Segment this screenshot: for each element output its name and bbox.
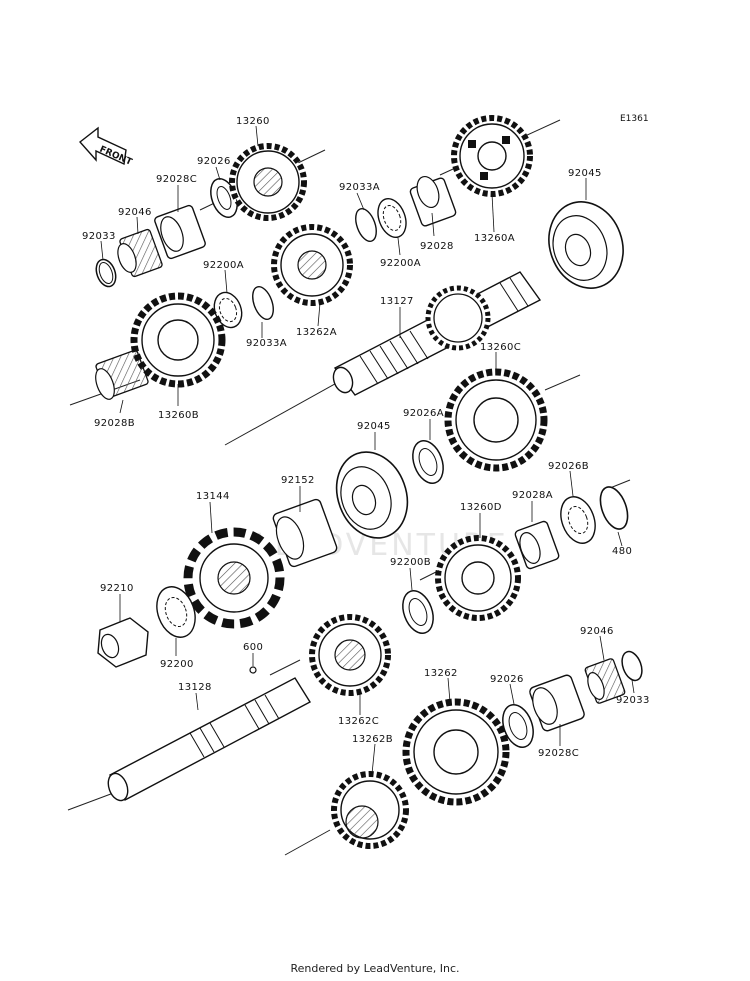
needle-bearing-92046-bottom: [584, 658, 626, 704]
label-92026-bottom: 92026: [490, 674, 524, 685]
label-600: 600: [243, 642, 263, 653]
label-13260C: 13260C: [480, 342, 521, 353]
snap-ring-92033-top: [95, 258, 117, 288]
label-92028C-bottom: 92028C: [538, 748, 579, 759]
front-arrow-icon: FRONT: [78, 126, 134, 168]
ball-bearing-92045-mid: [335, 451, 409, 539]
leader-lines: [100, 125, 635, 775]
label-13260B: 13260B: [158, 410, 199, 421]
label-13262: 13262: [424, 668, 458, 679]
washer-92026-bottom: [502, 704, 534, 748]
label-13127: 13127: [380, 296, 414, 307]
label-92033A-top: 92033A: [339, 182, 380, 193]
gear-13262: [402, 698, 510, 806]
part-labels: 13260 92026 92028C 92046 92033 92033A 92…: [82, 116, 650, 759]
label-92026B: 92026B: [548, 461, 589, 472]
nut-92210: [97, 617, 149, 668]
label-92046-bottom: 92046: [580, 626, 614, 637]
label-13260: 13260: [236, 116, 270, 127]
label-480: 480: [612, 546, 632, 557]
label-13260A: 13260A: [474, 233, 515, 244]
collar-92152: [272, 498, 338, 568]
label-92028C-top: 92028C: [156, 174, 197, 185]
needle-bearing-92046-top: [117, 228, 163, 278]
gear-13262B: [331, 771, 409, 849]
label-13262A: 13262A: [296, 327, 337, 338]
spline-washer-92026B: [560, 496, 596, 544]
needle-bearing-92028B: [95, 349, 149, 400]
snap-ring-92033A-top: [355, 208, 377, 242]
label-92028A: 92028A: [512, 490, 553, 501]
label-13144: 13144: [196, 491, 230, 502]
steel-ball-600: [249, 666, 257, 674]
gear-13260B: [130, 292, 226, 388]
shaft-13128: [107, 677, 311, 802]
label-92200A-left: 92200A: [203, 260, 244, 271]
sprocket-13144: [183, 527, 285, 629]
label-13260D: 13260D: [460, 502, 502, 513]
spline-washer-92200A-mid: [377, 197, 407, 239]
shaft-13127: [332, 271, 542, 396]
label-92046-top: 92046: [118, 207, 152, 218]
label-92033-bottom: 92033: [616, 695, 650, 706]
label-13128: 13128: [178, 682, 212, 693]
label-92200A-mid: 92200A: [380, 258, 421, 269]
snap-ring-92033-bottom: [621, 650, 643, 682]
label-92045-top: 92045: [568, 168, 602, 179]
bushing-92028: [409, 175, 457, 227]
gear-13260: [229, 143, 307, 221]
circlip-480: [599, 486, 629, 530]
label-13262B: 13262B: [352, 734, 393, 745]
label-92210: 92210: [100, 583, 134, 594]
bushing-92028A: [514, 520, 560, 570]
label-92152: 92152: [281, 475, 315, 486]
label-13262C: 13262C: [338, 716, 379, 727]
spline-washer-92200A-left: [213, 291, 243, 329]
diagram-id: E1361: [620, 114, 649, 124]
label-92200B: 92200B: [390, 557, 431, 568]
collar-92028C-bottom: [529, 674, 585, 732]
gear-13262A: [271, 224, 353, 306]
gear-13260A: [451, 115, 533, 197]
gear-13262C: [309, 614, 391, 696]
collar-92028C-top: [154, 204, 206, 260]
snap-ring-92033A-left: [252, 286, 274, 320]
label-92028B: 92028B: [94, 418, 135, 429]
washer-92200B: [402, 590, 434, 634]
label-92045-mid: 92045: [357, 421, 391, 432]
gear-13260D: [435, 535, 521, 621]
label-92033A-left: 92033A: [246, 338, 287, 349]
label-92033-top: 92033: [82, 231, 116, 242]
label-92026A: 92026A: [403, 408, 444, 419]
ball-bearing-92045-top: [548, 201, 624, 289]
gear-13260C: [444, 368, 548, 472]
washer-92026A: [412, 440, 444, 484]
label-92026-top: 92026: [197, 156, 231, 167]
label-92200: 92200: [160, 659, 194, 670]
footer-credit: Rendered by LeadVenture, Inc.: [290, 962, 460, 975]
label-92028: 92028: [420, 241, 454, 252]
spline-washer-92200: [156, 586, 196, 638]
